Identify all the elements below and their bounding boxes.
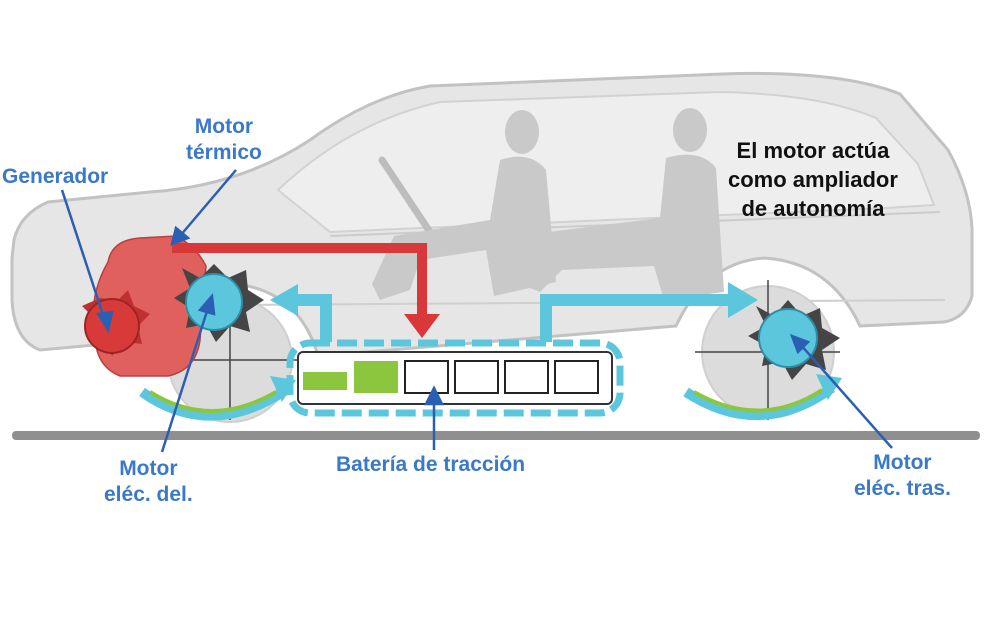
car-windows xyxy=(276,90,936,234)
steering-column xyxy=(378,156,434,236)
front-motor-callout xyxy=(160,307,210,453)
battery-cell-charged-small xyxy=(303,372,347,390)
front-motor-label: Motor eléc. del. xyxy=(104,456,193,508)
rear-wheel-rotation-arc-inner xyxy=(693,388,824,413)
note-line1: El motor actúa xyxy=(736,138,890,163)
rear-motor-callout-arrowhead xyxy=(789,333,811,355)
generator-label-text: Generador xyxy=(2,165,109,188)
rear-flow-arrowhead xyxy=(728,282,758,318)
rear-motor-label-line1: Motor xyxy=(873,451,932,474)
rear-electric-motor xyxy=(748,300,840,380)
rear-rotation-arrowhead xyxy=(816,374,842,400)
battery-outline xyxy=(286,339,624,417)
battery-callout-arrowhead xyxy=(423,385,445,406)
engine-callout xyxy=(179,169,237,237)
front-electric-motor xyxy=(174,264,264,342)
note-line3: de autonomía xyxy=(741,196,885,221)
rear-motor-label: Motor eléc. tras. xyxy=(854,450,951,502)
battery-cell xyxy=(504,360,549,394)
battery-cell xyxy=(554,360,599,394)
note-line2: como ampliador xyxy=(728,167,898,192)
thermal-engine-label: Motor térmico xyxy=(186,114,262,166)
battery-cell-charged xyxy=(354,361,398,393)
battery-cell xyxy=(404,360,449,394)
generator-callout xyxy=(60,189,106,319)
passenger-silhouette xyxy=(520,108,724,300)
rear-wheel-rotation-arc xyxy=(683,383,835,421)
front-motor-label-line2: eléc. del. xyxy=(104,483,193,506)
thermal-engine-label-line2: térmico xyxy=(186,141,262,164)
ground-line xyxy=(12,431,980,440)
front-motor-callout-arrowhead xyxy=(197,293,216,316)
battery-cells xyxy=(303,360,599,394)
range-extender-note: El motor actúa como ampliador de autonom… xyxy=(728,136,898,223)
thermal-engine-label-line1: Motor xyxy=(194,115,254,138)
front-motor-label-line1: Motor xyxy=(119,457,178,480)
rear-motor-callout xyxy=(799,343,893,449)
battery-to-rear-motor-flow xyxy=(540,294,730,342)
battery-label: Batería de tracción xyxy=(336,452,525,478)
battery-label-text: Batería de tracción xyxy=(336,453,526,476)
front-flow-arrowhead xyxy=(270,284,298,316)
rear-motor-label-line2: eléc. tras. xyxy=(854,477,951,500)
generator-label: Generador xyxy=(2,164,108,190)
front-wheel-rotation-arc xyxy=(139,385,289,421)
engine-callout-arrowhead xyxy=(170,225,191,247)
engine-to-battery-flow xyxy=(172,243,427,316)
battery-to-front-motor-flow xyxy=(296,294,332,342)
front-wheel-rotation-arc-inner xyxy=(148,390,277,413)
generator-callout-arrowhead xyxy=(95,310,114,334)
battery-cell xyxy=(454,360,499,394)
engine-to-battery-arrowhead xyxy=(404,314,440,338)
